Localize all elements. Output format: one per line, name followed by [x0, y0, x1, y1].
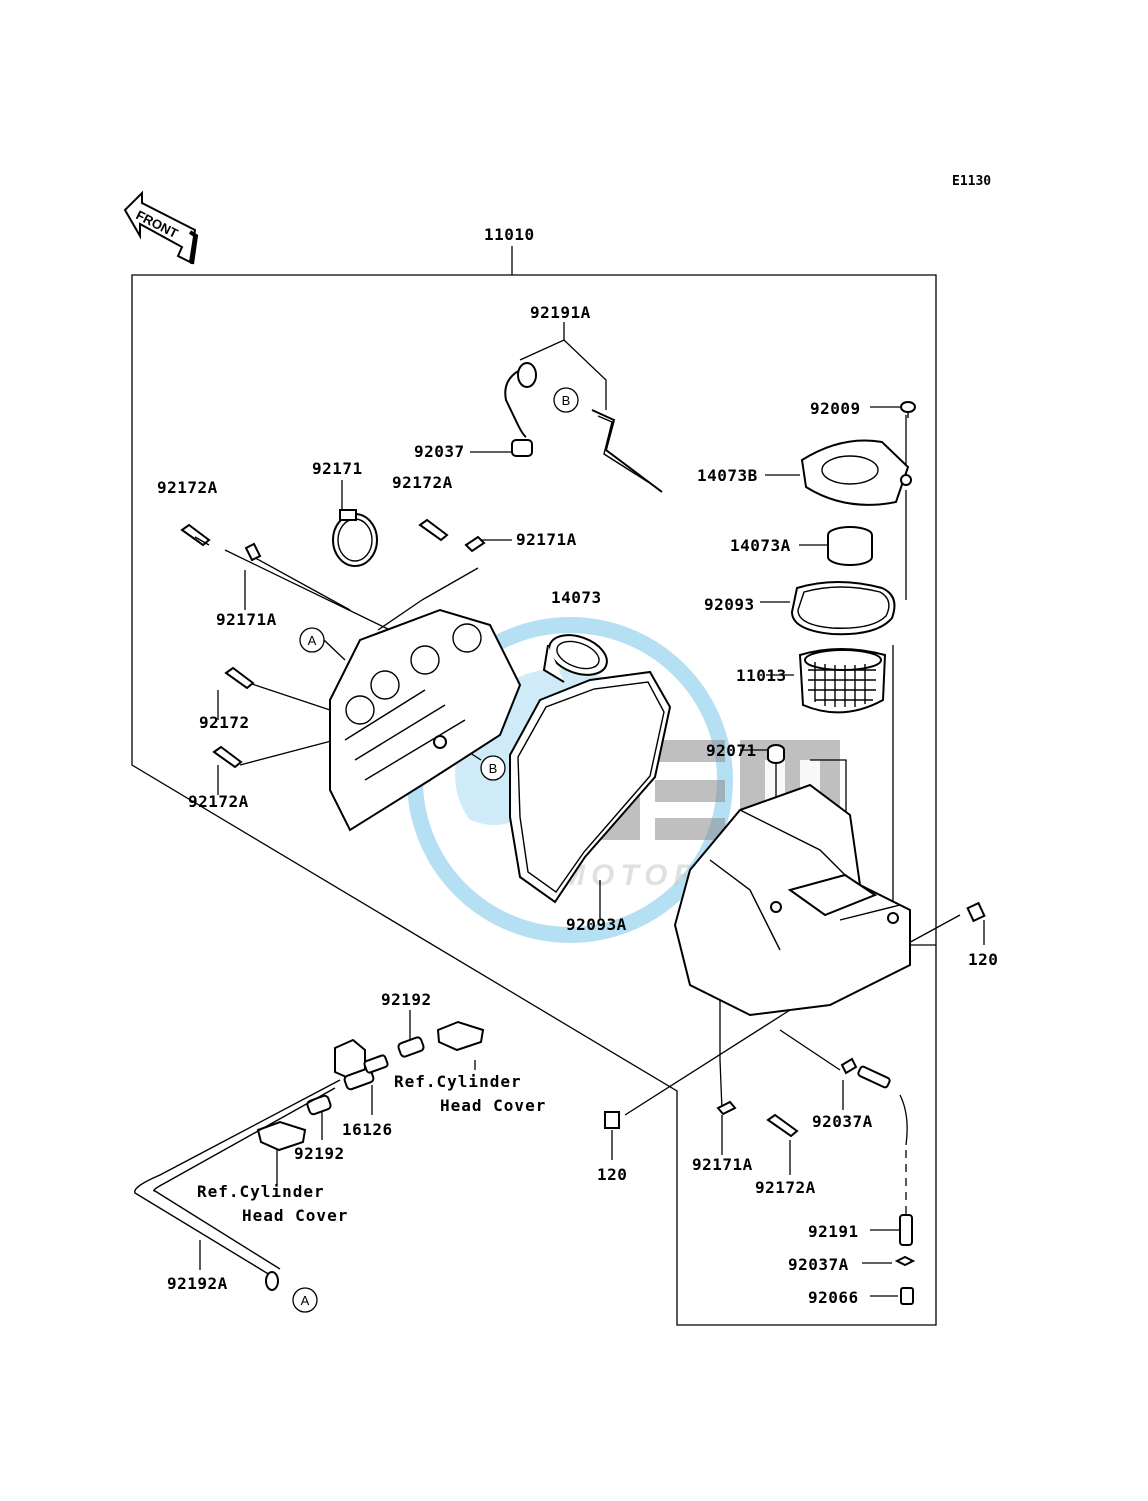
label-92191: 92191	[808, 1222, 859, 1241]
hose-clamp-92171	[332, 509, 378, 567]
label-120-right: 120	[968, 950, 998, 969]
label-92191A: 92191A	[530, 303, 591, 322]
label-92037A-bottom: 92037A	[788, 1255, 849, 1274]
label-92037: 92037	[414, 442, 465, 461]
airbox-gasket	[509, 670, 672, 904]
label-92171A-mid: 92171A	[516, 530, 577, 549]
label-14073B: 14073B	[697, 466, 758, 485]
pipe-92192-bot	[306, 1094, 332, 1116]
label-92093: 92093	[704, 595, 755, 614]
label-92066: 92066	[808, 1288, 859, 1307]
label-92093A: 92093A	[566, 915, 627, 934]
ref-cylinder-2-line1: Ref.Cylinder	[197, 1182, 325, 1201]
label-92172A-low: 92172A	[188, 792, 249, 811]
marker-a-top: A	[299, 627, 346, 661]
label-92172A-left: 92172A	[157, 478, 218, 497]
hose-clip-92037A-top	[840, 1057, 858, 1075]
bolt-92172A-left	[180, 523, 211, 547]
front-arrow-icon: FRONT	[123, 190, 199, 265]
bolt-92172A-bottom	[766, 1113, 799, 1138]
label-92192-top: 92192	[381, 990, 432, 1009]
clip-92171A-bottom	[716, 1100, 737, 1116]
svg-text:B: B	[562, 393, 571, 408]
marker-a-bottom: A	[292, 1287, 318, 1313]
ref-cylinder-1-line2: Head Cover	[440, 1096, 546, 1115]
label-14073A: 14073A	[730, 536, 791, 555]
bolt-92172A-low	[212, 745, 243, 769]
drain-plug-92066	[900, 1287, 914, 1305]
clip-92171A-left	[244, 542, 262, 562]
label-16126: 16126	[342, 1120, 393, 1139]
breather-hose-right	[591, 409, 663, 493]
grommet-92071	[767, 744, 785, 764]
label-92172A-bottom: 92172A	[755, 1178, 816, 1197]
svg-text:A: A	[308, 633, 317, 648]
breather-hose-left	[504, 362, 537, 457]
label-120-bottom: 120	[597, 1165, 627, 1184]
airbox-housing	[673, 783, 911, 1017]
hose-clip-92037A-bottom	[894, 1255, 916, 1267]
air-duct-cover	[800, 439, 912, 506]
label-92037A-top: 92037A	[812, 1112, 873, 1131]
label-11013: 11013	[736, 666, 787, 685]
marker-b-right: B	[553, 387, 579, 413]
intake-boot	[542, 634, 608, 683]
pipe-92192-top	[397, 1036, 425, 1058]
label-92172: 92172	[199, 713, 250, 732]
bolt-92172A-mid	[418, 518, 449, 542]
air-filter-element	[798, 648, 887, 714]
screw-92009	[900, 401, 916, 418]
label-92171A-bottom: 92171A	[692, 1155, 753, 1174]
diagram-code: E1130	[952, 174, 991, 189]
label-92171: 92171	[312, 459, 363, 478]
svg-text:A: A	[301, 1293, 310, 1308]
airbox-left-half	[329, 608, 522, 832]
drain-hose-92191	[899, 1214, 913, 1246]
label-92009: 92009	[810, 399, 861, 418]
cover-fitting-bottom	[256, 1120, 307, 1152]
bolt-92172	[224, 666, 255, 690]
label-92171A-left: 92171A	[216, 610, 277, 629]
duct-ring	[827, 526, 873, 566]
label-11010: 11010	[484, 225, 535, 244]
bolt-120-bottom	[604, 1111, 620, 1129]
svg-text:B: B	[489, 761, 498, 776]
label-92071: 92071	[706, 741, 757, 760]
label-92192A: 92192A	[167, 1274, 228, 1293]
label-92172A-mid: 92172A	[392, 473, 453, 492]
hose-92192A	[134, 1079, 341, 1291]
bolt-120-right	[966, 901, 986, 923]
cover-fitting-top	[436, 1020, 485, 1052]
part-labels: 11010 92191A 92009 92037 14073B 92171 92…	[157, 225, 998, 1307]
ref-cylinder-1-line1: Ref.Cylinder	[394, 1072, 522, 1091]
valve-16126	[334, 1038, 389, 1091]
clip-92171A-mid	[464, 535, 486, 553]
label-14073: 14073	[551, 588, 602, 607]
filter-gasket	[790, 581, 896, 636]
ref-cylinder-2-line2: Head Cover	[242, 1206, 348, 1225]
label-92192-bot: 92192	[294, 1144, 345, 1163]
short-hose	[857, 1065, 891, 1089]
